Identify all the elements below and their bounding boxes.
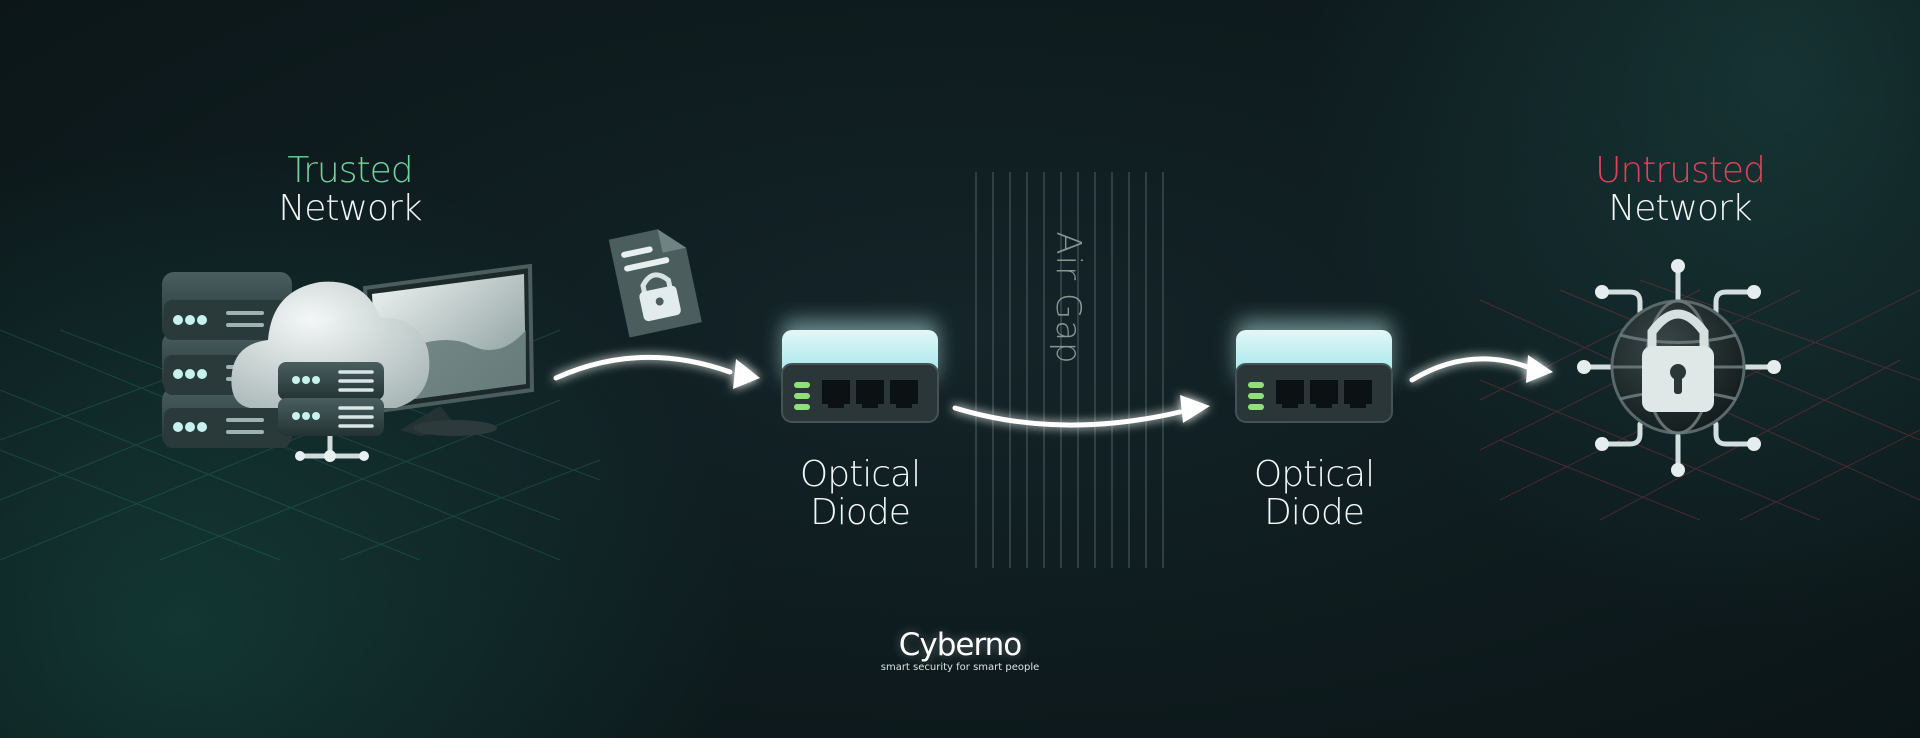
secure-globe-icon xyxy=(1577,259,1781,477)
optical-diode-2-label: Optical Diode xyxy=(1184,456,1444,532)
untrusted-label-line1: Untrusted xyxy=(1595,150,1766,191)
arrow-diode-to-diode xyxy=(952,405,1183,428)
untrusted-label-line2: Network xyxy=(1608,188,1752,229)
trusted-label-line1: Trusted xyxy=(287,150,413,191)
trusted-label-line2: Network xyxy=(278,188,422,229)
arrowheads xyxy=(733,355,1553,423)
brand-name: Cyberno xyxy=(898,627,1023,663)
optical-diode-icon-2 xyxy=(1235,320,1393,423)
brand-logo: Cyberno smart security for smart people xyxy=(881,628,1040,673)
air-gap-label: Air Gap xyxy=(1048,231,1088,365)
optical-diode-icon-1 xyxy=(781,320,939,423)
optical-diode-2-line2: Diode xyxy=(1264,492,1365,533)
trusted-network-label: Trusted Network xyxy=(220,152,480,228)
brand-tagline: smart security for smart people xyxy=(880,662,1040,673)
arrowhead-2 xyxy=(1180,395,1210,423)
arrowhead-1 xyxy=(733,359,760,389)
trusted-network-icon xyxy=(162,263,535,462)
optical-diode-2-line1: Optical xyxy=(1253,454,1375,495)
optical-diode-1-line1: Optical xyxy=(799,454,921,495)
arrowhead-3 xyxy=(1526,355,1553,383)
flow-arrows xyxy=(553,354,1533,428)
air-gap-barrier xyxy=(975,172,1164,568)
optical-diode-1-label: Optical Diode xyxy=(730,456,990,532)
arrow-trusted-to-diode xyxy=(553,354,733,381)
optical-diode-1-line2: Diode xyxy=(810,492,911,533)
small-server-icon xyxy=(278,362,384,462)
locked-document-icon xyxy=(608,229,702,338)
arrow-diode-to-untrusted xyxy=(1409,356,1533,383)
untrusted-network-label: Untrusted Network xyxy=(1550,152,1810,228)
